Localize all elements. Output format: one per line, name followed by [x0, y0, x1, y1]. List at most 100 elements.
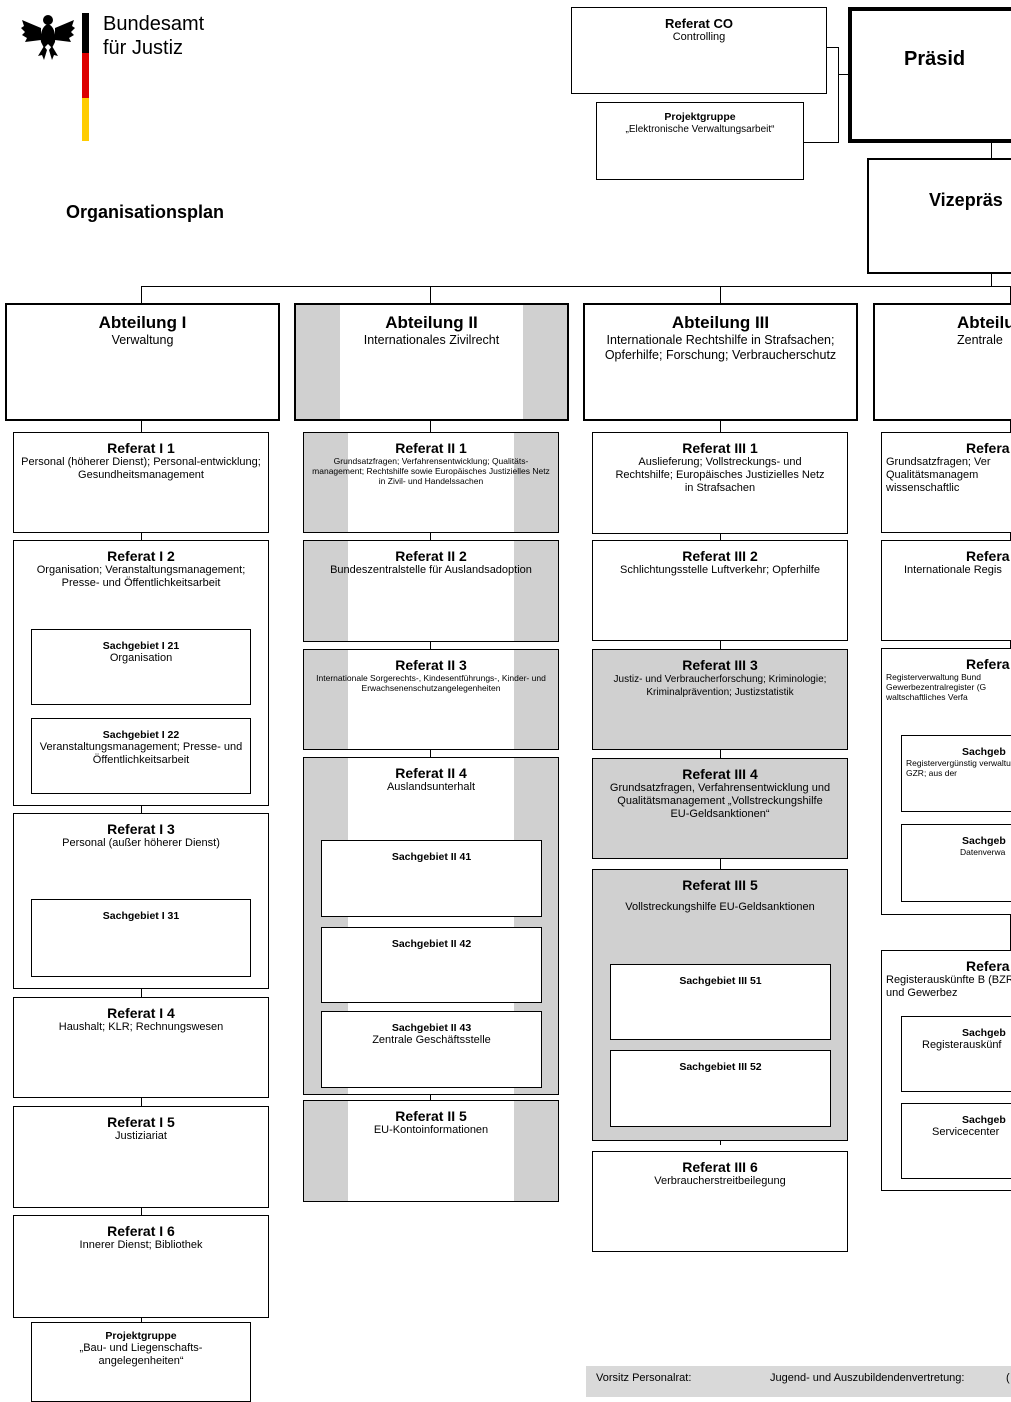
jugend-vertretung-label: Jugend- und Auszubildendenvertretung: [770, 1372, 965, 1384]
referat-iii2-box: Referat III 2 Schlichtungsstelle Luftver… [592, 540, 848, 641]
flag-bar-gold [82, 98, 89, 141]
connector [991, 143, 992, 158]
sachgebiet-iv-c-desc: Registerauskünf [922, 1039, 1002, 1051]
vorsitz-personalrat-label: Vorsitz Personalrat: [596, 1372, 692, 1384]
vizepraesident-title: Vizepräs [929, 190, 1003, 210]
praesident-title: Präsid [904, 48, 966, 70]
sachgebiet-iv-a-box: Sachgeb Registervergünstig verwaltung GZ… [901, 735, 1011, 812]
referat-i4-box: Referat I 4 Haushalt; KLR; Rechnungswese… [13, 997, 269, 1098]
sachgebiet-i31-box: Sachgebiet I 31 [31, 899, 251, 977]
referat-i6-title: Referat I 6 [107, 1223, 175, 1239]
referat-iii1-box: Referat III 1 Auslieferung; Vollstreckun… [592, 432, 848, 534]
referat-i4-title: Referat I 4 [107, 1005, 175, 1021]
projektgruppe-eva-desc: „Elektronische Verwaltungsarbeit“ [625, 124, 775, 135]
sachgebiet-ii43-title: Sachgebiet II 43 [391, 1022, 472, 1034]
referat-ii2-box: Referat II 2 Bundeszentralstelle für Aus… [303, 540, 559, 642]
referat-ii5-title: Referat II 5 [395, 1108, 467, 1124]
connector [141, 286, 142, 304]
praesident-box: Präsid [848, 7, 1011, 143]
projektgruppe-bau-title: Projektgruppe [105, 1330, 177, 1342]
flag-bar-red [82, 53, 89, 98]
sachgebiet-iv-c-box: Sachgeb Registerauskünf [901, 1016, 1011, 1092]
sachgebiet-iii51-box: Sachgebiet III 51 [610, 964, 831, 1040]
referat-iii4-title: Referat III 4 [682, 766, 758, 782]
referat-iv2-title: Refera [966, 548, 1010, 564]
connector [804, 142, 839, 143]
projektgruppe-eva-title: Projektgruppe [664, 111, 736, 123]
abteilung-3-title: Abteilung III [671, 313, 770, 332]
sachgebiet-ii43-desc: Zentrale Geschäftsstelle [372, 1034, 491, 1046]
connector [991, 274, 992, 286]
connector [826, 47, 838, 48]
sachgebiet-i22-box: Sachgebiet I 22 Veranstaltungsmanagement… [31, 718, 251, 794]
abteilung-2-title: Abteilung II [385, 313, 478, 332]
sachgebiet-iv-a-desc: Registervergünstig verwaltung GZR; aus d… [906, 758, 1011, 778]
sachgebiet-iv-b-desc: Datenverwa [960, 847, 1006, 857]
referat-iv1-box: Refera Grundsatzfragen; Ver Qualitätsman… [881, 432, 1011, 533]
referat-ii4-desc: Auslandsunterhalt [386, 781, 476, 793]
sachgebiet-iv-b-title: Sachgeb [962, 835, 1006, 847]
referat-iv3-desc: Registerverwaltung Bund Gewerbezentralre… [886, 672, 987, 702]
referat-ii3-box: Referat II 3 Internationale Sorgerechts-… [303, 649, 559, 750]
sachgebiet-i21-title: Sachgebiet I 21 [102, 640, 180, 652]
referat-ii1-title: Referat II 1 [395, 440, 467, 456]
referat-i2-desc: Organisation; Veranstaltungsmanagement; … [36, 564, 246, 589]
referat-co-box: Referat CO Controlling [571, 7, 827, 94]
sachgebiet-ii41-box: Sachgebiet II 41 [321, 840, 542, 917]
referat-iv3-title: Refera [966, 656, 1010, 672]
referat-ii5-desc: EU-Kontoinformationen [373, 1124, 489, 1136]
org-name-line2: für Justiz [103, 37, 184, 59]
referat-ii2-title: Referat II 2 [395, 548, 467, 564]
referat-iii5-title: Referat III 5 [682, 877, 758, 893]
sachgebiet-iv-c-title: Sachgeb [962, 1027, 1006, 1039]
sachgebiet-i31-title: Sachgebiet I 31 [102, 910, 180, 922]
referat-iii2-desc: Schlichtungsstelle Luftverkehr; Opferhil… [620, 564, 820, 576]
sachgebiet-iv-d-box: Sachgeb Servicecenter [901, 1103, 1011, 1179]
footer-bar: Vorsitz Personalrat: Jugend- und Auszubi… [586, 1366, 1011, 1397]
abteilung-2-desc: Internationales Zivilrecht [363, 333, 500, 347]
referat-co-title: Referat CO [665, 16, 733, 31]
referat-i2-title: Referat I 2 [107, 548, 175, 564]
projektgruppe-bau-desc: „Bau- und Liegenschafts-angelegenheiten“ [79, 1342, 203, 1367]
projektgruppe-eva-box: Projektgruppe „Elektronische Verwaltungs… [596, 102, 804, 180]
sachgebiet-ii42-box: Sachgebiet II 42 [321, 927, 542, 1003]
federal-eagle-logo [20, 10, 76, 62]
connector [720, 286, 721, 304]
sachgebiet-i22-title: Sachgebiet I 22 [102, 729, 180, 741]
sachgebiet-ii42-title: Sachgebiet II 42 [391, 938, 472, 950]
sachgebiet-iv-d-desc: Servicecenter [932, 1126, 1000, 1138]
abteilung-1-desc: Verwaltung [111, 333, 174, 347]
referat-co-desc: Controlling [672, 31, 726, 43]
sachgebiet-ii41-title: Sachgebiet II 41 [391, 851, 472, 863]
referat-i1-desc: Personal (höherer Dienst); Personal-entw… [21, 456, 261, 481]
abteilung-1-title: Abteilung I [98, 313, 187, 332]
sachgebiet-i21-box: Sachgebiet I 21 Organisation [31, 629, 251, 705]
connector [141, 286, 1011, 287]
connector [430, 286, 431, 304]
referat-iii6-desc: Verbraucherstreitbeilegung [654, 1175, 786, 1187]
sachgebiet-iii52-title: Sachgebiet III 52 [679, 1061, 762, 1073]
referat-ii3-title: Referat II 3 [395, 657, 467, 673]
referat-i6-desc: Innerer Dienst; Bibliothek [79, 1239, 203, 1251]
referat-ii3-desc: Internationale Sorgerechts-, Kindesentfü… [316, 673, 546, 693]
projektgruppe-bau-box: Projektgruppe „Bau- und Liegenschafts-an… [31, 1322, 251, 1402]
referat-i5-title: Referat I 5 [107, 1114, 175, 1130]
sachgebiet-i21-desc: Organisation [109, 652, 173, 664]
referat-iii5-desc: Vollstreckungshilfe EU-Geldsanktionen [625, 901, 815, 913]
referat-i1-title: Referat I 1 [107, 440, 175, 456]
referat-iv4-title: Refera [966, 958, 1010, 974]
referat-i4-desc: Haushalt; KLR; Rechnungswesen [58, 1021, 224, 1033]
referat-iii4-box: Referat III 4 Grundsatzfragen, Verfahren… [592, 758, 848, 859]
referat-i6-box: Referat I 6 Innerer Dienst; Bibliothek [13, 1215, 269, 1318]
referat-iv2-box: Refera Internationale Regis [881, 540, 1011, 641]
referat-ii1-box: Referat II 1 Grundsatzfragen; Verfahrens… [303, 432, 559, 533]
referat-iii3-box: Referat III 3 Justiz- und Verbraucherfor… [592, 649, 848, 750]
referat-i1-box: Referat I 1 Personal (höherer Dienst); P… [13, 432, 269, 533]
abteilung-3-desc: Internationale Rechtshilfe in Strafsache… [604, 333, 837, 362]
referat-ii1-desc: Grundsatzfragen; Verfahrensentwicklung; … [312, 456, 550, 486]
referat-ii2-desc: Bundeszentralstelle für Auslandsadoption [330, 564, 532, 576]
abteilung-2-box: Abteilung II Internationales Zivilrecht [294, 303, 569, 421]
abteilung-4-desc: Zentrale [957, 333, 1003, 347]
referat-iii1-desc: Auslieferung; Vollstreckungs- und Rechts… [615, 456, 825, 494]
referat-i5-desc: Justiziariat [115, 1130, 167, 1142]
